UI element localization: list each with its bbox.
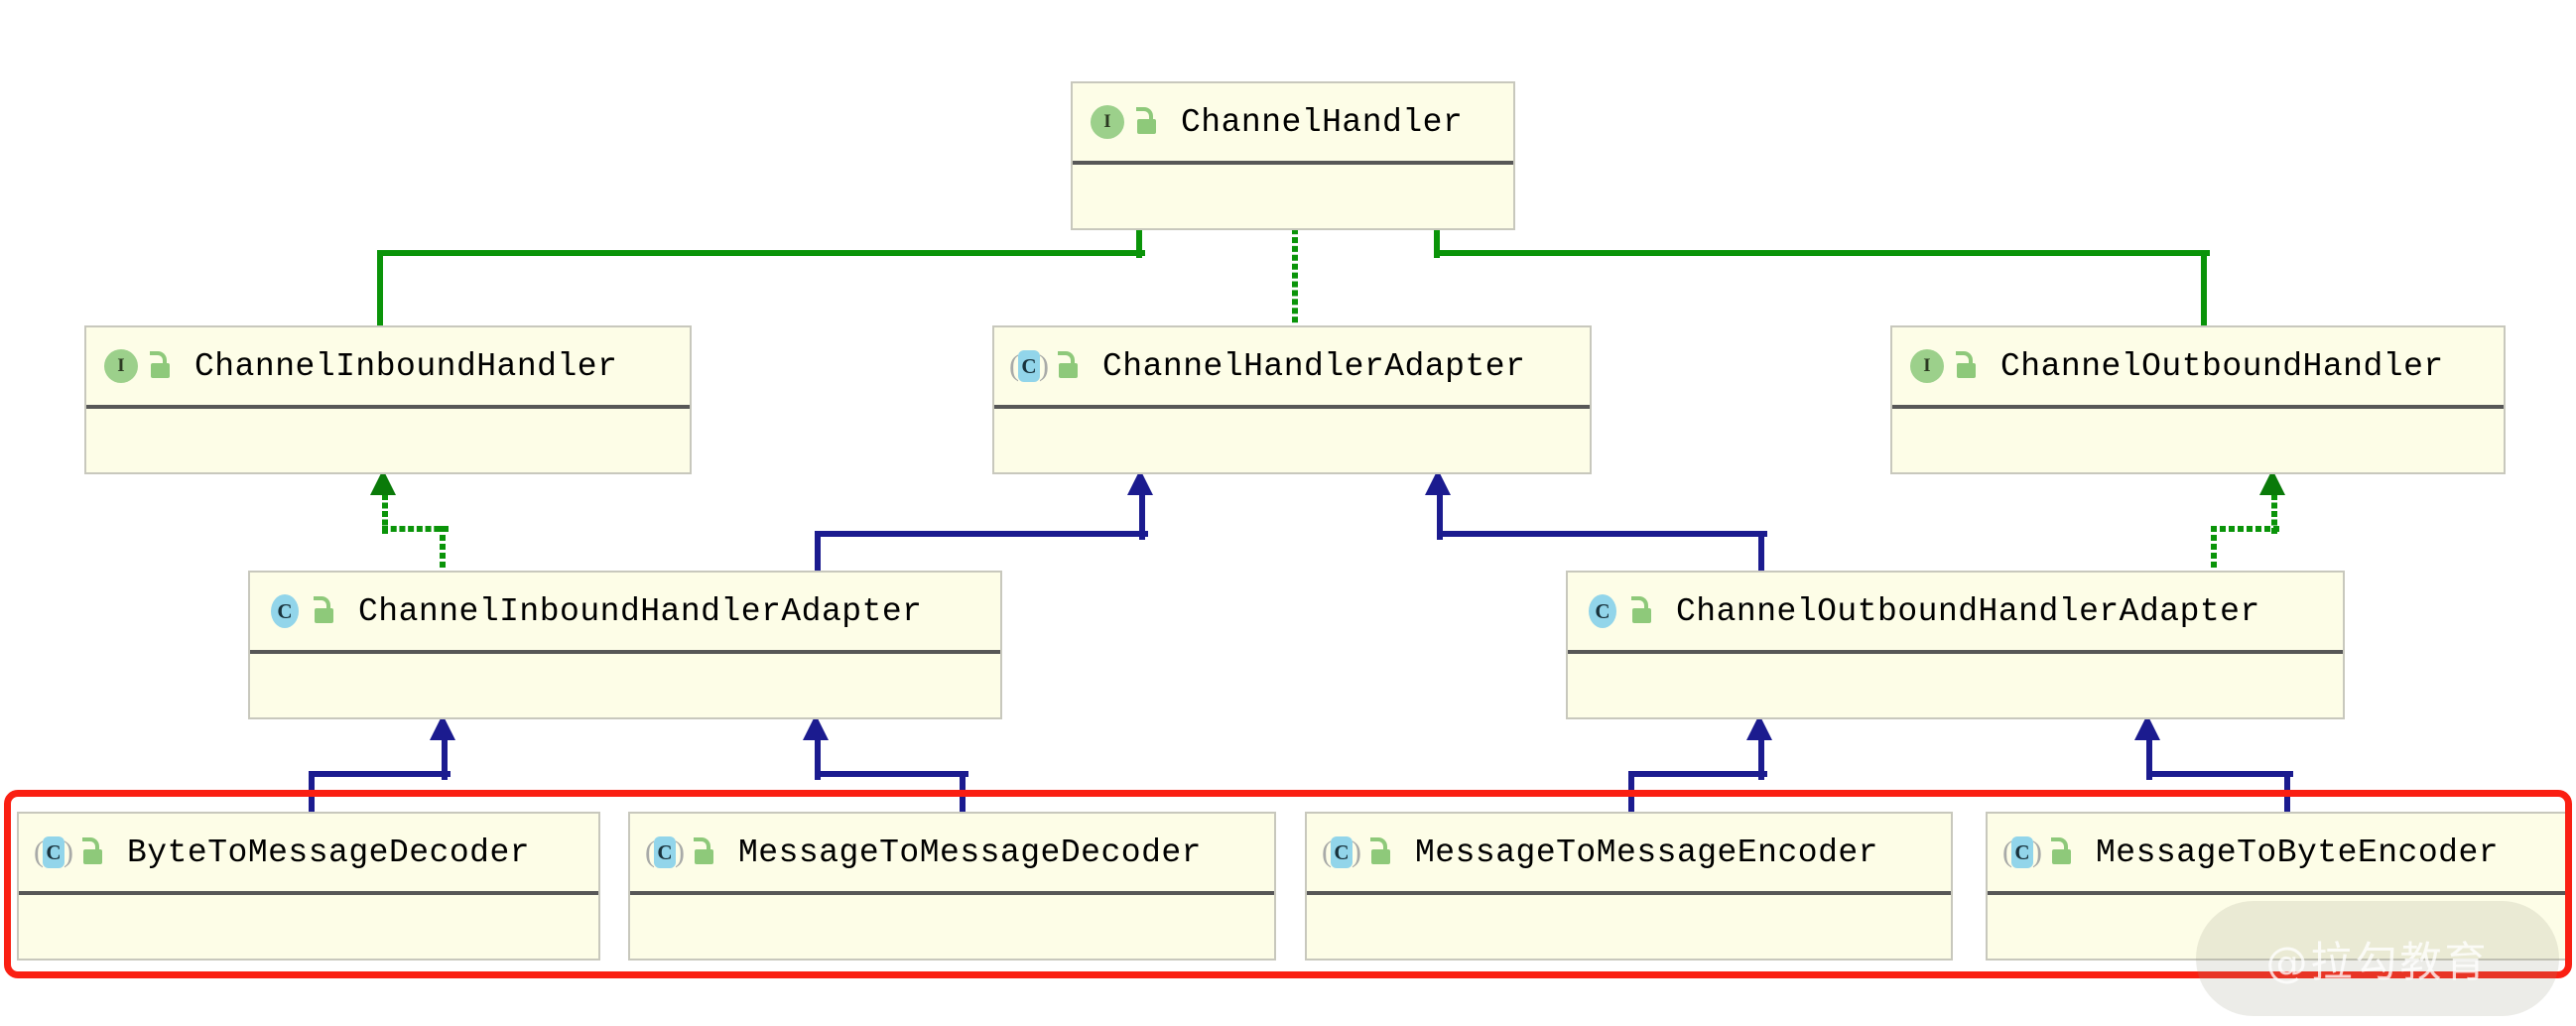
class-box-members <box>250 654 1000 717</box>
class-box-members <box>994 409 1590 472</box>
class-box-channel-handler-adapter[interactable]: ( C ) ChannelHandlerAdapter <box>992 325 1592 474</box>
class-name-label: MessageToMessageDecoder <box>738 834 1202 871</box>
abstract-class-badge-icon: ( C ) <box>2002 835 2042 869</box>
class-box-header: I ChannelInboundHandler <box>86 327 690 409</box>
class-box-header: ( C ) MessageToMessageDecoder <box>630 814 1274 895</box>
abstract-paren-right-icon: ) <box>1352 835 1361 868</box>
class-badge-letter: C <box>1589 594 1616 628</box>
class-box-channel-inbound-handler[interactable]: I ChannelInboundHandler <box>84 325 692 474</box>
unlocked-padlock-icon <box>311 596 336 626</box>
class-box-message-to-message-encoder[interactable]: ( C ) MessageToMessageEncoder <box>1305 812 1953 961</box>
abstract-paren-left-icon: ( <box>1009 349 1019 382</box>
watermark: @拉勾教育 <box>2196 901 2559 1016</box>
unlocked-padlock-icon <box>1055 351 1081 381</box>
interface-badge-icon: I <box>1091 105 1124 139</box>
class-badge-letter: C <box>2011 836 2033 868</box>
class-box-members <box>1307 895 1951 959</box>
unlocked-padlock-icon <box>1133 107 1159 137</box>
class-badge-letter: C <box>1018 350 1040 382</box>
class-box-header: ( C ) ChannelHandlerAdapter <box>994 327 1590 409</box>
class-box-byte-to-message-decoder[interactable]: ( C ) ByteToMessageDecoder <box>17 812 600 961</box>
class-box-message-to-message-decoder[interactable]: ( C ) MessageToMessageDecoder <box>628 812 1276 961</box>
interface-badge-letter: I <box>1910 349 1944 383</box>
interface-badge-icon: I <box>1910 349 1944 383</box>
abstract-paren-left-icon: ( <box>645 835 655 868</box>
class-box-channel-outbound-handler-adapter[interactable]: C ChannelOutboundHandlerAdapter <box>1566 571 2345 719</box>
class-name-label: ChannelInboundHandler <box>194 347 618 385</box>
class-box-channel-handler[interactable]: I ChannelHandler <box>1071 81 1515 230</box>
class-box-header: ( C ) MessageToByteEncoder <box>1988 814 2567 895</box>
class-box-members <box>630 895 1274 959</box>
abstract-paren-left-icon: ( <box>2002 835 2012 868</box>
unlocked-padlock-icon <box>691 837 716 867</box>
class-box-members <box>1073 165 1513 228</box>
class-name-label: MessageToMessageEncoder <box>1415 834 1878 871</box>
abstract-class-badge-icon: ( C ) <box>1322 835 1361 869</box>
unlocked-padlock-icon <box>2048 837 2074 867</box>
class-box-members <box>1988 895 2567 959</box>
unlocked-padlock-icon <box>1367 837 1393 867</box>
unlocked-padlock-icon <box>79 837 105 867</box>
class-name-label: ChannelHandlerAdapter <box>1102 347 1526 385</box>
class-box-header: C ChannelInboundHandlerAdapter <box>250 573 1000 654</box>
abstract-paren-right-icon: ) <box>675 835 685 868</box>
class-box-channel-inbound-handler-adapter[interactable]: C ChannelInboundHandlerAdapter <box>248 571 1002 719</box>
class-name-label: ChannelOutboundHandlerAdapter <box>1676 592 2260 630</box>
abstract-class-badge-icon: ( C ) <box>1009 349 1049 383</box>
class-badge-letter: C <box>654 836 676 868</box>
class-box-members <box>1568 654 2343 717</box>
class-box-members <box>1892 409 2504 472</box>
abstract-class-badge-icon: ( C ) <box>645 835 685 869</box>
class-badge-icon: C <box>268 594 302 628</box>
class-box-message-to-byte-encoder[interactable]: ( C ) MessageToByteEncoder <box>1986 812 2569 961</box>
unlocked-padlock-icon <box>1628 596 1654 626</box>
interface-badge-letter: I <box>104 349 138 383</box>
unlocked-padlock-icon <box>1953 351 1979 381</box>
class-name-label: MessageToByteEncoder <box>2096 834 2500 871</box>
unlocked-padlock-icon <box>147 351 173 381</box>
interface-badge-icon: I <box>104 349 138 383</box>
class-name-label: ChannelHandler <box>1181 103 1464 141</box>
class-box-header: I ChannelOutboundHandler <box>1892 327 2504 409</box>
class-name-label: ChannelOutboundHandler <box>2000 347 2444 385</box>
abstract-paren-left-icon: ( <box>1322 835 1332 868</box>
abstract-paren-right-icon: ) <box>1039 349 1049 382</box>
class-badge-letter: C <box>43 836 64 868</box>
class-badge-icon: C <box>1586 594 1619 628</box>
class-box-members <box>86 409 690 472</box>
abstract-class-badge-icon: ( C ) <box>34 835 73 869</box>
class-badge-letter: C <box>1331 836 1352 868</box>
class-badge-letter: C <box>271 594 299 628</box>
class-name-label: ByteToMessageDecoder <box>127 834 531 871</box>
class-box-header: I ChannelHandler <box>1073 83 1513 165</box>
class-box-channel-outbound-handler[interactable]: I ChannelOutboundHandler <box>1890 325 2506 474</box>
class-box-members <box>19 895 598 959</box>
class-name-label: ChannelInboundHandlerAdapter <box>358 592 923 630</box>
abstract-paren-left-icon: ( <box>34 835 44 868</box>
abstract-paren-right-icon: ) <box>64 835 73 868</box>
class-box-header: ( C ) MessageToMessageEncoder <box>1307 814 1951 895</box>
abstract-paren-right-icon: ) <box>2032 835 2042 868</box>
class-box-header: ( C ) ByteToMessageDecoder <box>19 814 598 895</box>
interface-badge-letter: I <box>1091 105 1124 139</box>
class-box-header: C ChannelOutboundHandlerAdapter <box>1568 573 2343 654</box>
